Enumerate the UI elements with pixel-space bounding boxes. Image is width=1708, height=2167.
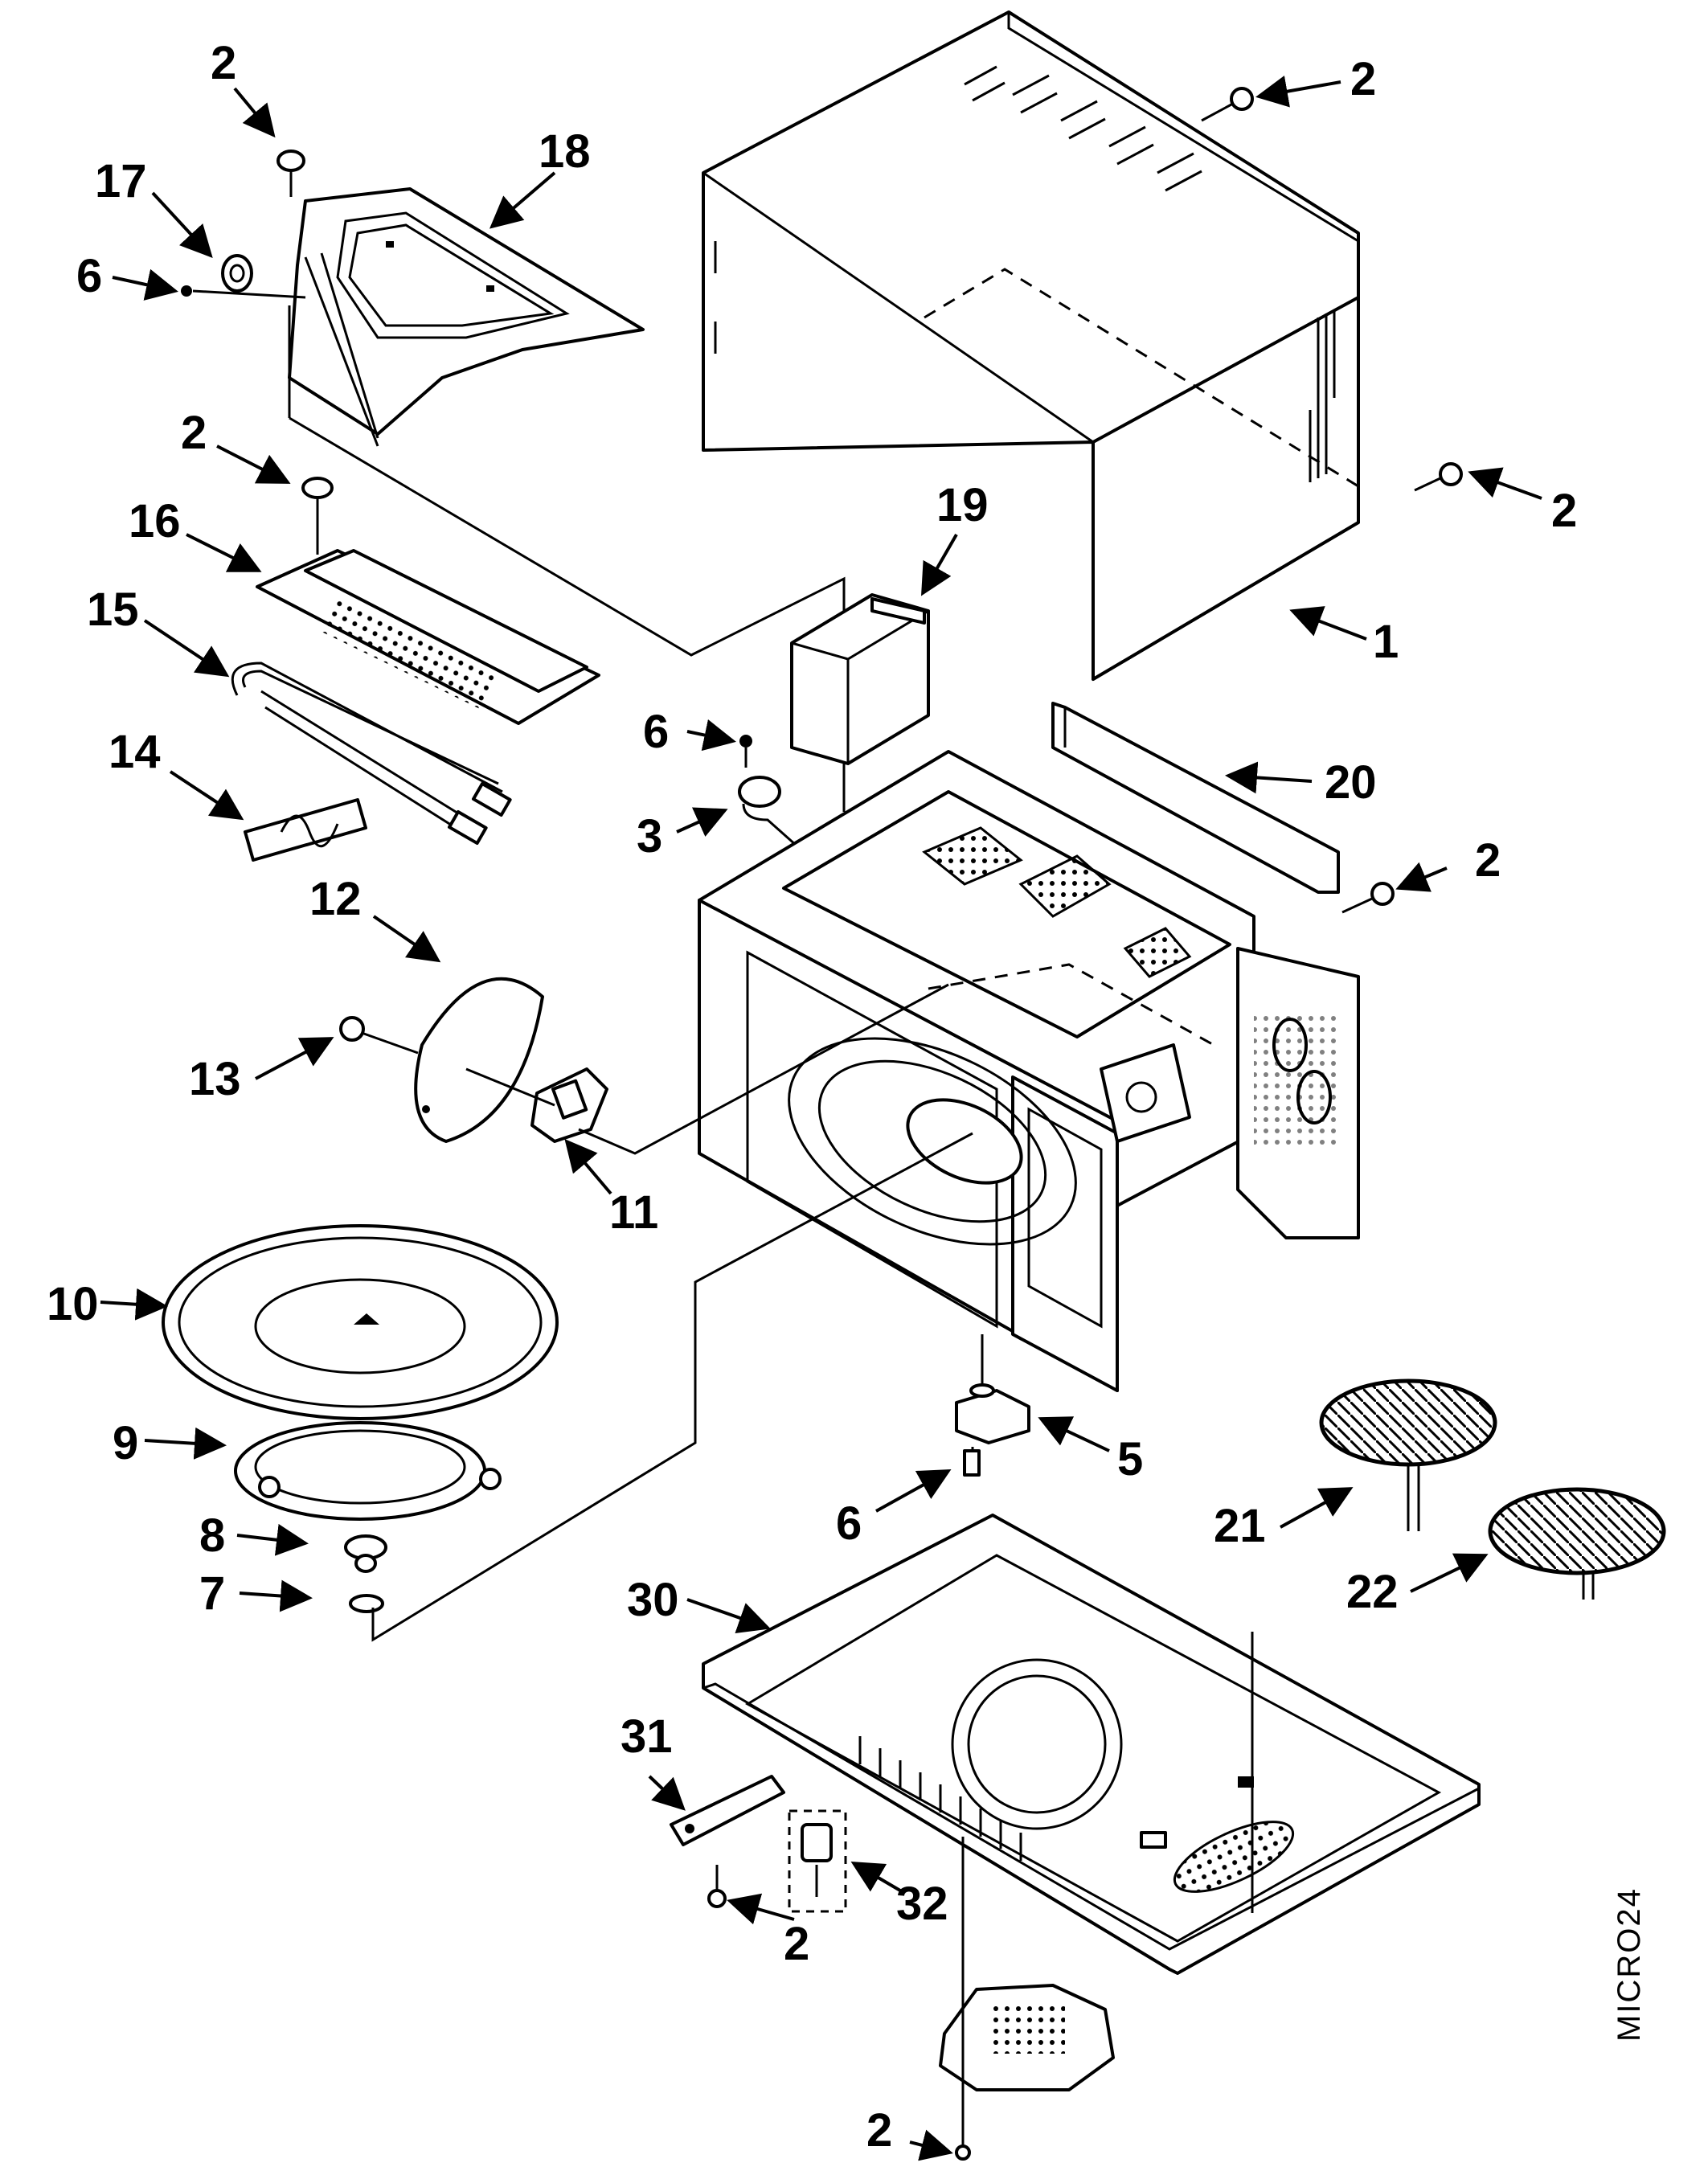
- roller-ring: [234, 1421, 502, 1521]
- callout-13: 13: [189, 1053, 241, 1105]
- callout-2: 2: [866, 2104, 892, 2157]
- screw-top-left: [276, 150, 305, 197]
- callout-6: 6: [76, 250, 102, 302]
- figure-code: MICRO24: [1612, 1887, 1647, 2042]
- thermostat: [738, 735, 805, 884]
- callout-20: 20: [1325, 756, 1377, 809]
- rack-low: [1488, 1487, 1666, 1600]
- callout-1: 1: [1373, 616, 1399, 668]
- heater-element: [231, 662, 512, 846]
- callout-10: 10: [47, 1278, 99, 1330]
- base-plate: [702, 1514, 1481, 1975]
- callout-5: 5: [1117, 1433, 1143, 1485]
- stirrer-motor: [530, 1067, 608, 1143]
- screw-top-right: [1201, 87, 1254, 122]
- callout-32: 32: [896, 1878, 948, 1930]
- callout-19: 19: [936, 479, 989, 531]
- screw-side-right: [1414, 462, 1463, 492]
- callout-11: 11: [609, 1186, 658, 1239]
- callout-3: 3: [637, 810, 662, 862]
- mounting-screw: [339, 1016, 419, 1055]
- screw-back-right: [1341, 882, 1395, 914]
- callout-2: 2: [181, 407, 207, 459]
- callout-17: 17: [95, 155, 147, 207]
- callout-2: 2: [211, 37, 236, 89]
- callout-9: 9: [113, 1417, 138, 1469]
- callout-7: 7: [199, 1567, 225, 1620]
- stirrer-cover: [414, 977, 544, 1143]
- rack-high: [1319, 1378, 1497, 1531]
- callout-18: 18: [539, 125, 591, 178]
- glass-tray: [162, 1224, 559, 1420]
- callout-22: 22: [1346, 1566, 1399, 1618]
- heater-bracket: [256, 477, 600, 725]
- callout-21: 21: [1214, 1500, 1266, 1552]
- callout-16: 16: [129, 495, 181, 547]
- foot-assembly: [788, 1809, 847, 1913]
- coupler: [344, 1534, 387, 1573]
- turntable-motor: [955, 1334, 1030, 1477]
- callout-6: 6: [836, 1497, 862, 1550]
- shaft-washer: [349, 1594, 384, 1613]
- base-screw: [707, 1865, 727, 1908]
- callout-15: 15: [87, 584, 139, 636]
- thermal-clip: [221, 254, 253, 293]
- callout-12: 12: [309, 873, 362, 925]
- base-bracket: [670, 1775, 785, 1846]
- element-clip: [244, 798, 367, 862]
- callout-2: 2: [1350, 53, 1376, 105]
- outer-cabinet: [702, 10, 1360, 681]
- callout-14: 14: [109, 726, 161, 778]
- heater-cover: [288, 187, 645, 447]
- bottom-cover-plate: [939, 1837, 1115, 2161]
- oven-cavity: [698, 750, 1360, 1392]
- callout-6: 6: [643, 706, 669, 758]
- callout-31: 31: [621, 1710, 673, 1763]
- callout-2: 2: [1551, 485, 1577, 537]
- callout-labels: 2 17 18 6 2 2 1 2 16 15 19 14 6 3 20 2 1…: [47, 37, 1577, 2157]
- shield-plate: [790, 593, 930, 765]
- small-screw-left: [181, 285, 192, 297]
- back-panel: [1051, 702, 1340, 894]
- cabinet-vents: [714, 65, 1336, 482]
- callout-2: 2: [784, 1918, 809, 1970]
- callout-30: 30: [627, 1574, 679, 1626]
- callout-8: 8: [199, 1510, 225, 1562]
- leader-arrows: [100, 76, 1542, 2161]
- callout-2: 2: [1475, 834, 1501, 887]
